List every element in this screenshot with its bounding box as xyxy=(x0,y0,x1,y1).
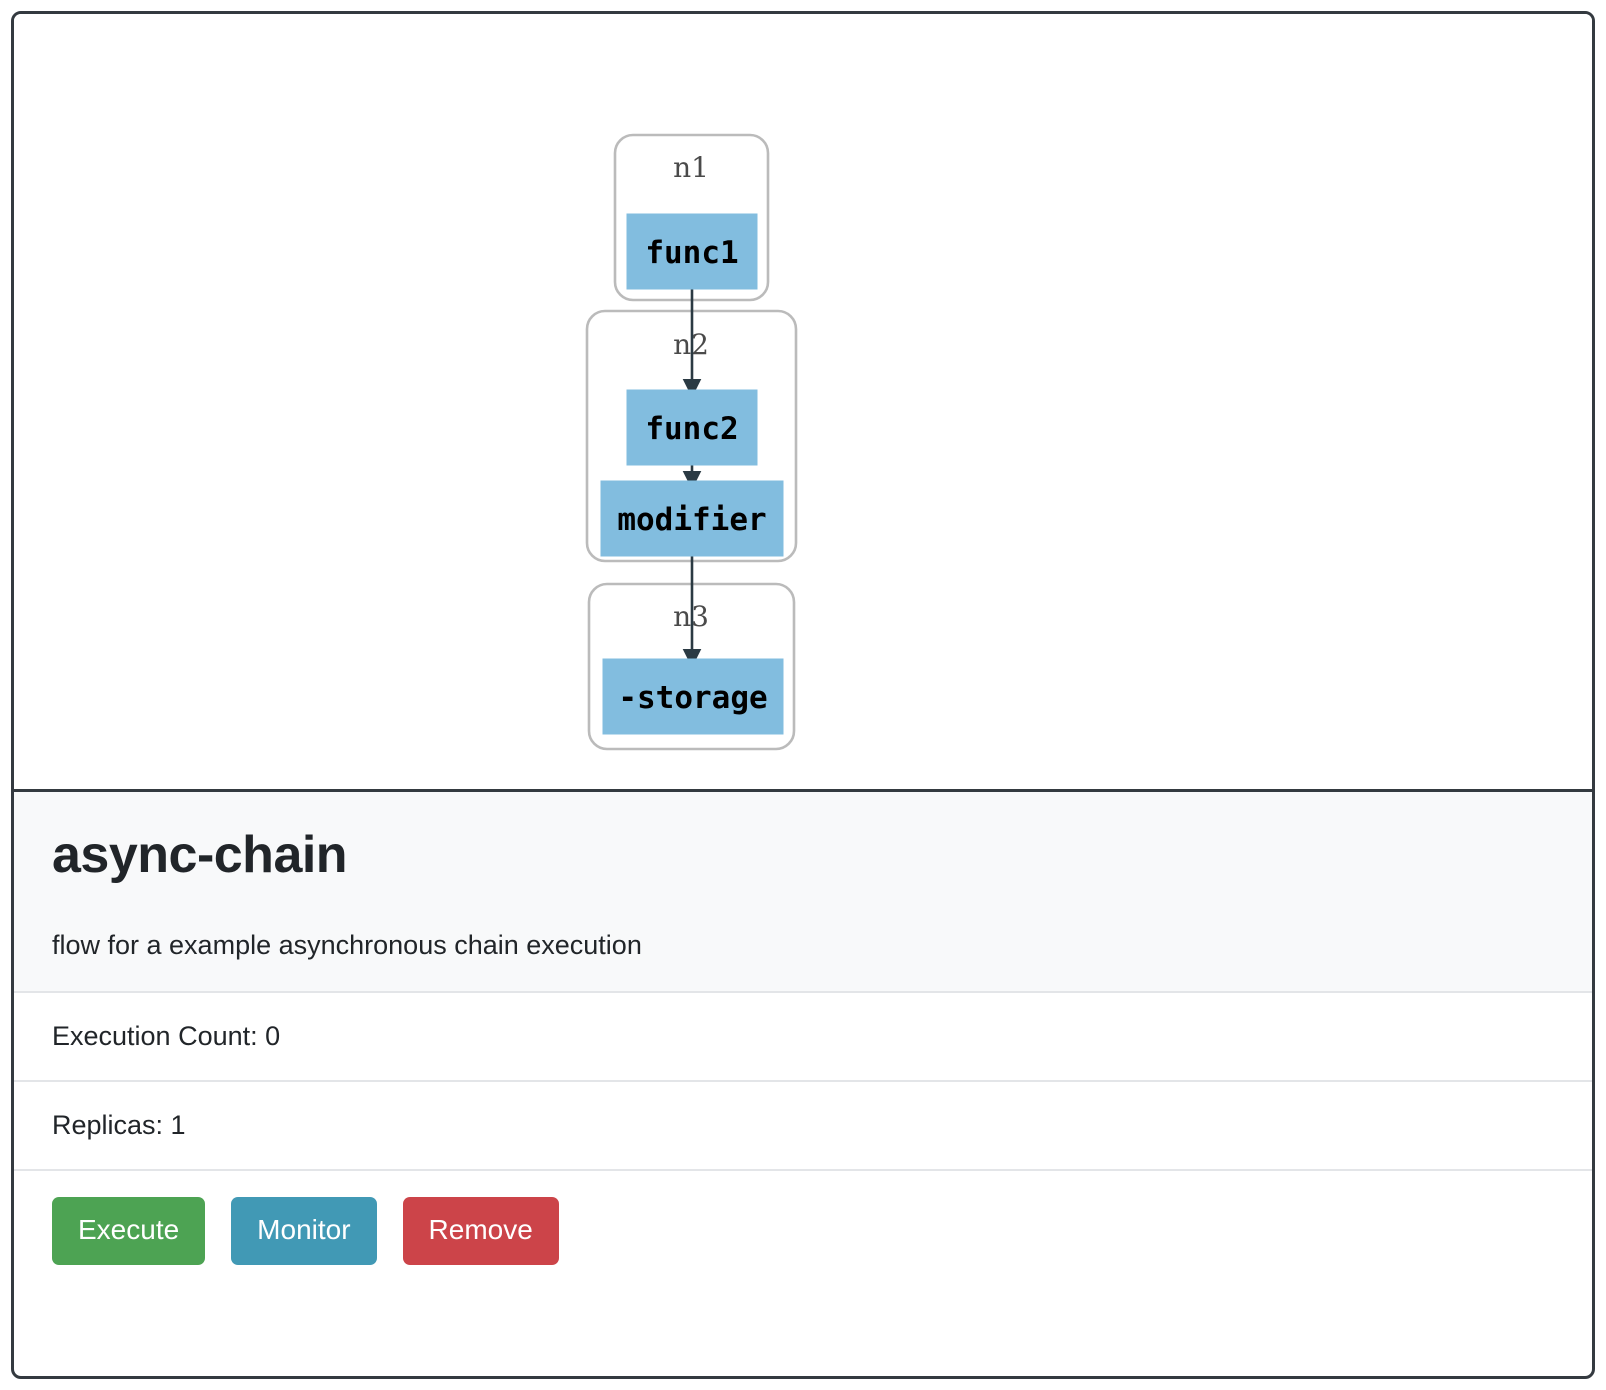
graph-node-modifier-label: modifier xyxy=(617,502,766,538)
graph-node-func1-box[interactable] xyxy=(626,213,758,290)
list-item-execution-count: Execution Count: 0 xyxy=(14,993,1592,1082)
page-title: async-chain xyxy=(52,826,348,884)
graph-node-func2-box[interactable] xyxy=(626,389,758,466)
flow-graph-svg: n1 n2 n3 xyxy=(14,14,1592,789)
card-actions: Execute Monitor Remove xyxy=(14,1170,1592,1291)
flow-stats-list: Execution Count: 0 Replicas: 1 xyxy=(14,990,1592,1171)
remove-button[interactable]: Remove xyxy=(402,1196,559,1265)
execute-button[interactable]: Execute xyxy=(52,1196,206,1265)
graph-node-modifier[interactable]: modifier xyxy=(600,480,784,557)
list-item-replicas: Replicas: 1 xyxy=(14,1082,1592,1171)
graph-node-func2-label: func2 xyxy=(645,411,738,447)
flow-card: n1 n2 n3 xyxy=(11,11,1595,1379)
graph-node-func2[interactable]: func2 xyxy=(626,389,758,466)
graph-node-storage-label: -storage xyxy=(618,680,767,716)
graph-node-func1-label: func1 xyxy=(645,235,738,271)
flow-graph-panel: n1 n2 n3 xyxy=(14,14,1592,792)
graph-node-func1[interactable]: func1 xyxy=(626,213,758,290)
graph-node-storage[interactable]: -storage xyxy=(602,658,784,735)
card-body: async-chain flow for a example asynchron… xyxy=(14,792,1592,991)
graph-node-storage-box[interactable] xyxy=(602,658,784,735)
graph-node-modifier-box[interactable] xyxy=(600,480,784,557)
monitor-button[interactable]: Monitor xyxy=(231,1196,377,1265)
cluster-n1-label: n1 xyxy=(673,151,709,184)
card-description: flow for a example asynchronous chain ex… xyxy=(52,929,642,960)
